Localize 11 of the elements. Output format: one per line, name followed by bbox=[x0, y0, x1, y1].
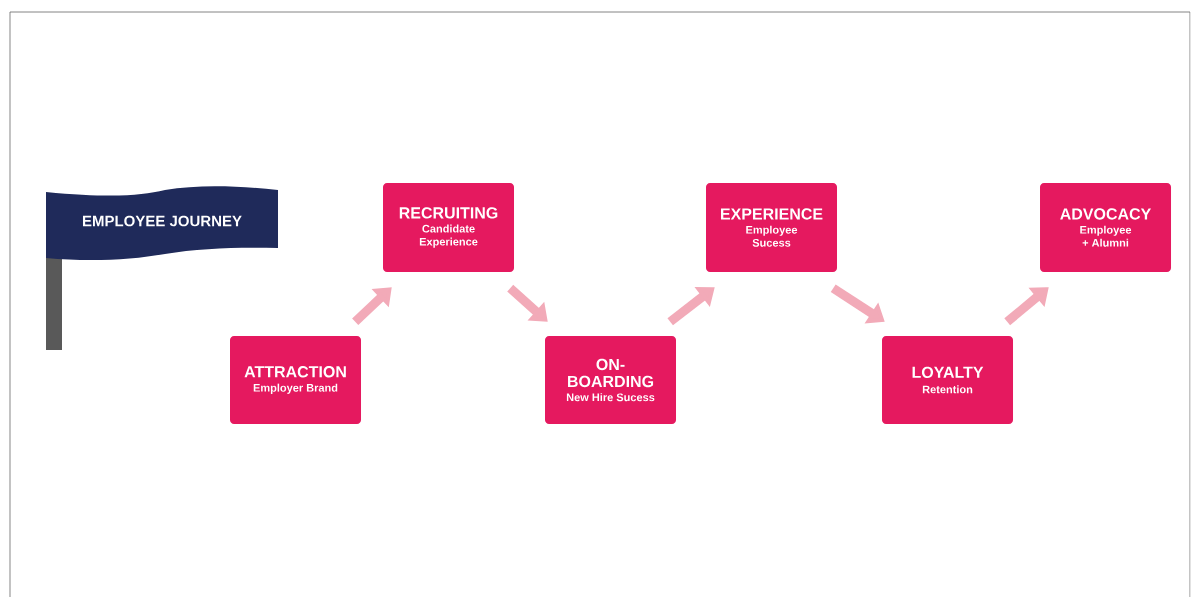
stage-box: LOYALTY Retention bbox=[882, 336, 1013, 424]
stage-box: ON- BOARDING New Hire Sucess bbox=[545, 336, 676, 424]
stage-box: ADVOCACY Employee + Alumni bbox=[1040, 183, 1171, 272]
arrow bbox=[507, 284, 548, 322]
stage-box: RECRUITING Candidate Experience bbox=[383, 183, 514, 272]
stage-box: ATTRACTION Employer Brand bbox=[230, 336, 361, 424]
arrow bbox=[352, 287, 392, 326]
stage-box: EXPERIENCE Employee Sucess bbox=[706, 183, 837, 272]
flag-banner: EMPLOYEE JOURNEY bbox=[46, 186, 278, 350]
arrow bbox=[1004, 287, 1049, 326]
arrow bbox=[667, 287, 715, 326]
